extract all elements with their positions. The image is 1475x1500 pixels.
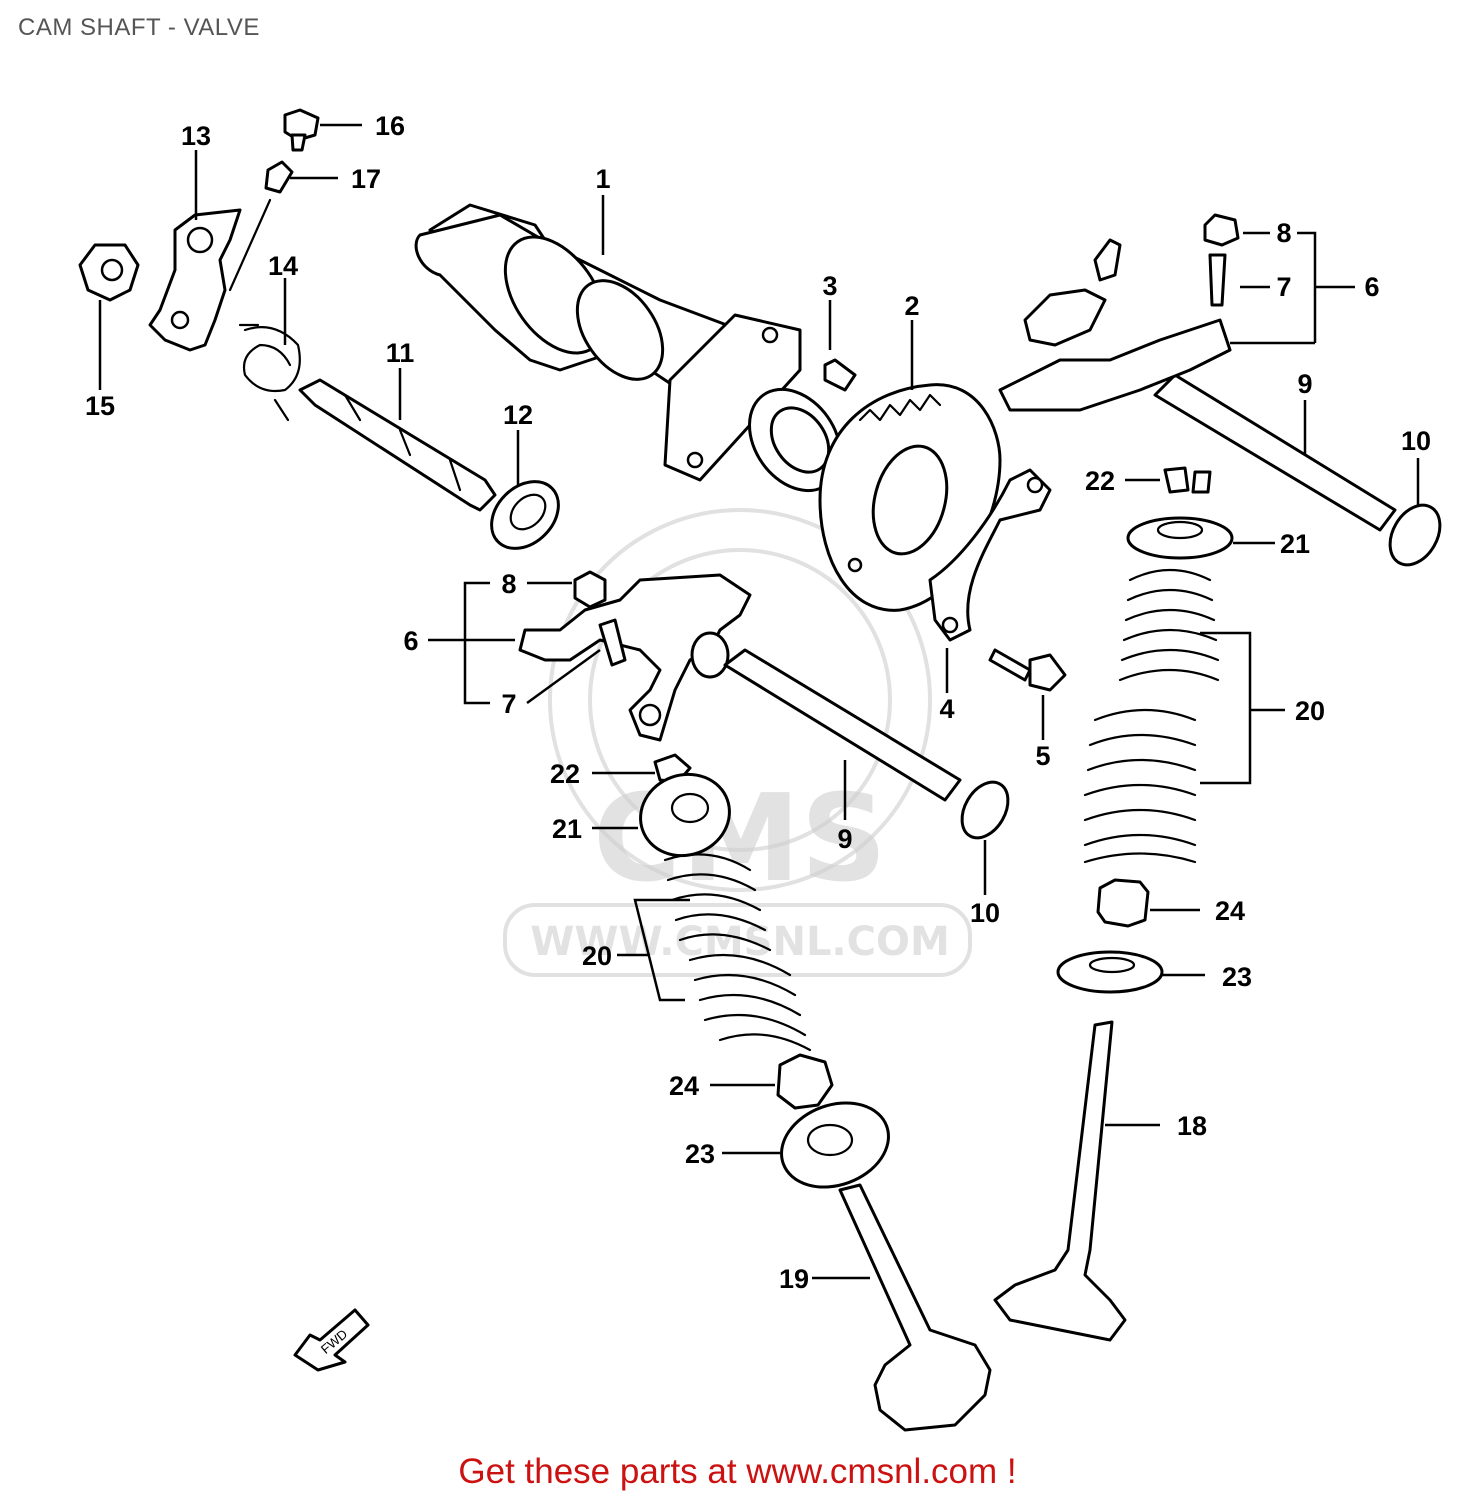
oil-seal xyxy=(490,480,560,550)
leader-lines xyxy=(98,123,1420,1280)
valve-stem-seal-right xyxy=(1096,878,1150,928)
valve-spring-right xyxy=(1083,568,1220,864)
adjusting-screw-top xyxy=(1208,253,1227,307)
page-title: CAM SHAFT - VALVE xyxy=(18,14,260,41)
callout-7-bottom: 7 xyxy=(501,689,516,719)
bolt xyxy=(988,648,1067,692)
callout-7-top: 7 xyxy=(1276,272,1291,302)
spring-seat-left xyxy=(780,1101,890,1189)
adjusting-nut-bottom xyxy=(573,570,607,609)
spring-retainer-top xyxy=(1126,516,1234,560)
dowel-pin xyxy=(823,358,857,392)
callout-17: 17 xyxy=(351,164,381,194)
watermark: CMS WWW.CMSNL.COM xyxy=(503,508,972,977)
callout-16: 16 xyxy=(375,111,405,141)
callout-20-right: 20 xyxy=(1295,696,1325,726)
callout-24-left: 24 xyxy=(669,1071,699,1101)
valve-spring-left xyxy=(663,853,812,1052)
callout-8-top: 8 xyxy=(1276,218,1291,248)
callout-10-top: 10 xyxy=(1401,426,1431,456)
callout-8-bottom: 8 xyxy=(501,569,516,599)
callout-21-right: 21 xyxy=(1280,529,1310,559)
callout-18: 18 xyxy=(1177,1111,1207,1141)
valve-cotter-top xyxy=(1163,466,1212,494)
adjusting-screw-bottom xyxy=(598,618,627,667)
rocker-arm-shaft-bottom xyxy=(723,648,962,802)
torsion-spring xyxy=(238,323,301,422)
rocker-arm-shaft-top xyxy=(1153,373,1397,532)
stopper-plate xyxy=(148,198,272,352)
intake-valve xyxy=(838,1183,992,1432)
callout-15: 15 xyxy=(85,391,115,421)
callout-2: 2 xyxy=(904,291,919,321)
callout-labels: 1 2 3 4 5 6 6 7 7 8 8 9 9 10 10 11 12 13… xyxy=(85,111,1431,1294)
valve-stem-seal-left xyxy=(776,1053,834,1110)
footer-link-text[interactable]: Get these parts at www.cmsnl.com ! xyxy=(458,1452,1017,1491)
callout-22-left: 22 xyxy=(550,759,580,789)
rocker-arm-bottom xyxy=(518,573,752,742)
bracket-plate xyxy=(928,468,1052,642)
adjusting-nut-top xyxy=(1203,213,1240,247)
decompression-shaft xyxy=(298,378,497,512)
exhaust-valve xyxy=(993,1020,1127,1342)
callout-24-right: 24 xyxy=(1215,896,1245,926)
hex-nut xyxy=(78,243,140,302)
callout-3: 3 xyxy=(822,271,837,301)
callout-19: 19 xyxy=(779,1264,809,1294)
callout-13: 13 xyxy=(181,121,211,151)
callout-1: 1 xyxy=(595,164,610,194)
spring-pin xyxy=(264,160,294,194)
spring-seat-right xyxy=(1056,950,1164,994)
callout-5: 5 xyxy=(1035,741,1050,771)
cam-sprocket-gear xyxy=(818,383,1002,612)
camshaft xyxy=(414,203,842,493)
o-ring-top xyxy=(1388,503,1442,567)
callout-9-top: 9 xyxy=(1297,369,1312,399)
callout-9-bottom: 9 xyxy=(837,824,852,854)
callout-11: 11 xyxy=(386,338,415,368)
callout-23-left: 23 xyxy=(685,1139,715,1169)
spring-retainer-bottom xyxy=(639,772,731,858)
callout-21-left: 21 xyxy=(552,814,582,844)
callout-23-right: 23 xyxy=(1222,962,1252,992)
callout-6-bottom: 6 xyxy=(403,626,418,656)
o-ring-bottom xyxy=(960,780,1010,840)
rocker-arm-top xyxy=(998,238,1232,412)
fwd-direction-arrow: FWD xyxy=(293,1308,370,1372)
screw xyxy=(283,108,320,152)
callout-4: 4 xyxy=(939,694,954,724)
callout-20-left: 20 xyxy=(582,941,612,971)
callout-10-bottom: 10 xyxy=(970,898,1000,928)
watermark-logo-text: CMS xyxy=(593,770,887,909)
callout-12: 12 xyxy=(503,400,533,430)
callout-6-top: 6 xyxy=(1364,272,1379,302)
callout-22-right: 22 xyxy=(1085,466,1115,496)
callout-14: 14 xyxy=(268,251,298,281)
